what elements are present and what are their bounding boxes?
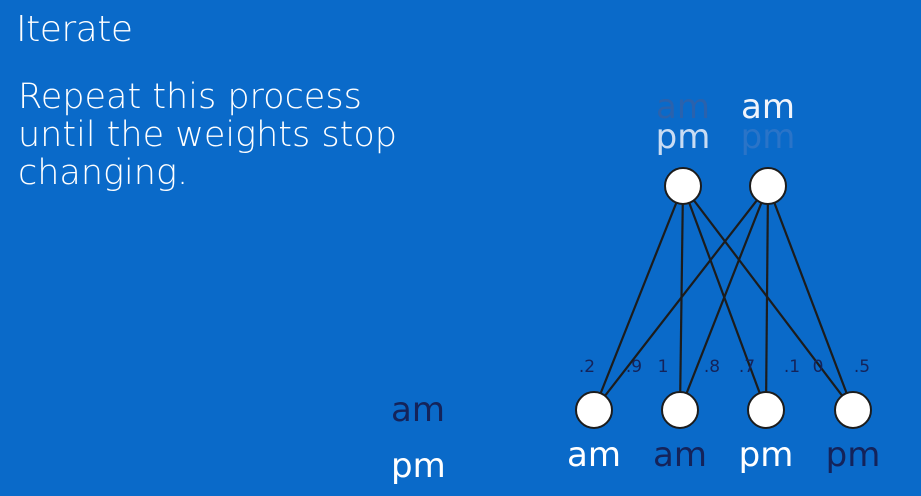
edge-weight-label: .7 bbox=[739, 357, 755, 377]
top-node-am-label: am bbox=[741, 87, 795, 127]
bottom-node bbox=[661, 391, 699, 429]
edge-weight-label: 1 bbox=[658, 357, 669, 377]
side-label-am: am bbox=[391, 390, 445, 430]
bottom-node bbox=[575, 391, 613, 429]
top-node-am-label: am bbox=[656, 87, 710, 127]
edge-line bbox=[766, 185, 855, 411]
edge-line bbox=[682, 185, 854, 411]
edge-weight-label: .2 bbox=[579, 357, 595, 377]
body-line: changing. bbox=[18, 153, 189, 193]
edge-weight-label: .9 bbox=[626, 357, 642, 377]
edge-weight-label: .1 bbox=[784, 357, 800, 377]
edge-weight-label: 0 bbox=[813, 357, 824, 377]
bottom-node-label: am bbox=[653, 435, 707, 475]
slide-body: Repeat this process until the weights st… bbox=[18, 78, 398, 192]
bottom-node-label: pm bbox=[739, 435, 794, 475]
bottom-node bbox=[834, 391, 872, 429]
edge-weight-label: .8 bbox=[704, 357, 720, 377]
top-node bbox=[664, 167, 702, 205]
edge-line bbox=[678, 185, 685, 411]
body-line: until the weights stop bbox=[18, 115, 397, 155]
slide-title: Iterate bbox=[16, 9, 133, 50]
edge-line bbox=[681, 185, 768, 411]
bottom-node-label: am bbox=[567, 435, 621, 475]
top-node-pm-label: pm bbox=[656, 117, 711, 157]
bottom-node bbox=[747, 391, 785, 429]
side-label-pm: pm bbox=[391, 446, 446, 486]
edge-group bbox=[592, 185, 855, 411]
weight-label-group: .2 .9 1 .8 .7 .1 0 .5 bbox=[579, 357, 870, 377]
node-group bbox=[575, 167, 872, 429]
top-node bbox=[749, 167, 787, 205]
edge-line bbox=[592, 185, 685, 411]
body-line: Repeat this process bbox=[18, 77, 362, 117]
edge-weight-label: .5 bbox=[854, 357, 870, 377]
bottom-node-label: pm bbox=[826, 435, 881, 475]
top-node-pm-label: pm bbox=[741, 117, 796, 157]
